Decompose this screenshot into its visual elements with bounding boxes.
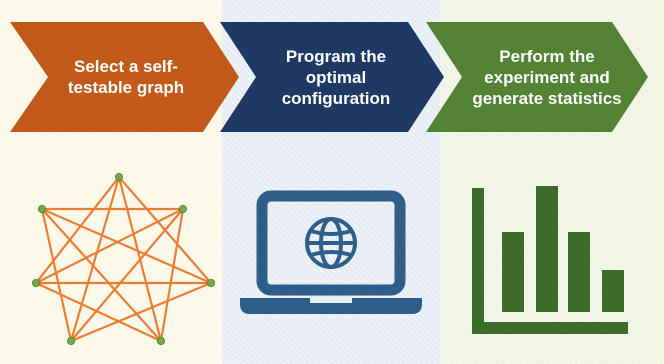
graph-node (206, 279, 215, 288)
graph-node (67, 336, 76, 345)
step-3-label: Perform the experiment and generate stat… (472, 46, 622, 108)
chart-bar-2 (536, 186, 558, 312)
graph-node (32, 279, 40, 288)
step-1-label: Select a self-testable graph (67, 57, 185, 97)
graph-edge (35, 176, 120, 284)
graph-node (178, 205, 187, 214)
laptop-trackpad-notch (310, 298, 352, 303)
graph-node (157, 336, 166, 345)
laptop-base (240, 298, 422, 314)
chart-bar-3 (568, 232, 590, 312)
graph-edge (69, 176, 121, 342)
graph-node (115, 173, 124, 181)
graph-edges (35, 176, 212, 343)
star-graph-icon (32, 173, 215, 345)
chevron-step-1 (10, 22, 239, 132)
graph-edge (70, 281, 212, 343)
bar-chart-icon (472, 186, 628, 334)
graph-edge (40, 208, 73, 342)
chevron-step-2 (220, 22, 444, 132)
chart-bar-4 (602, 270, 624, 312)
graph-edge (35, 282, 162, 342)
graph-edge (41, 207, 212, 285)
chart-bar-1 (502, 232, 524, 312)
graph-edge (159, 208, 185, 342)
graph-node (37, 205, 46, 214)
graph-nodes (32, 173, 215, 345)
laptop-globe-icon (240, 190, 422, 314)
graph-edge (70, 208, 184, 342)
step-2-label: Program the optimal configuration (281, 46, 391, 108)
chevron-row (10, 22, 648, 132)
graph-edge (41, 208, 162, 342)
globe-icon (305, 217, 357, 269)
laptop-screen (256, 190, 406, 296)
chevron-step-3 (426, 22, 648, 132)
graph-edge (35, 208, 184, 284)
